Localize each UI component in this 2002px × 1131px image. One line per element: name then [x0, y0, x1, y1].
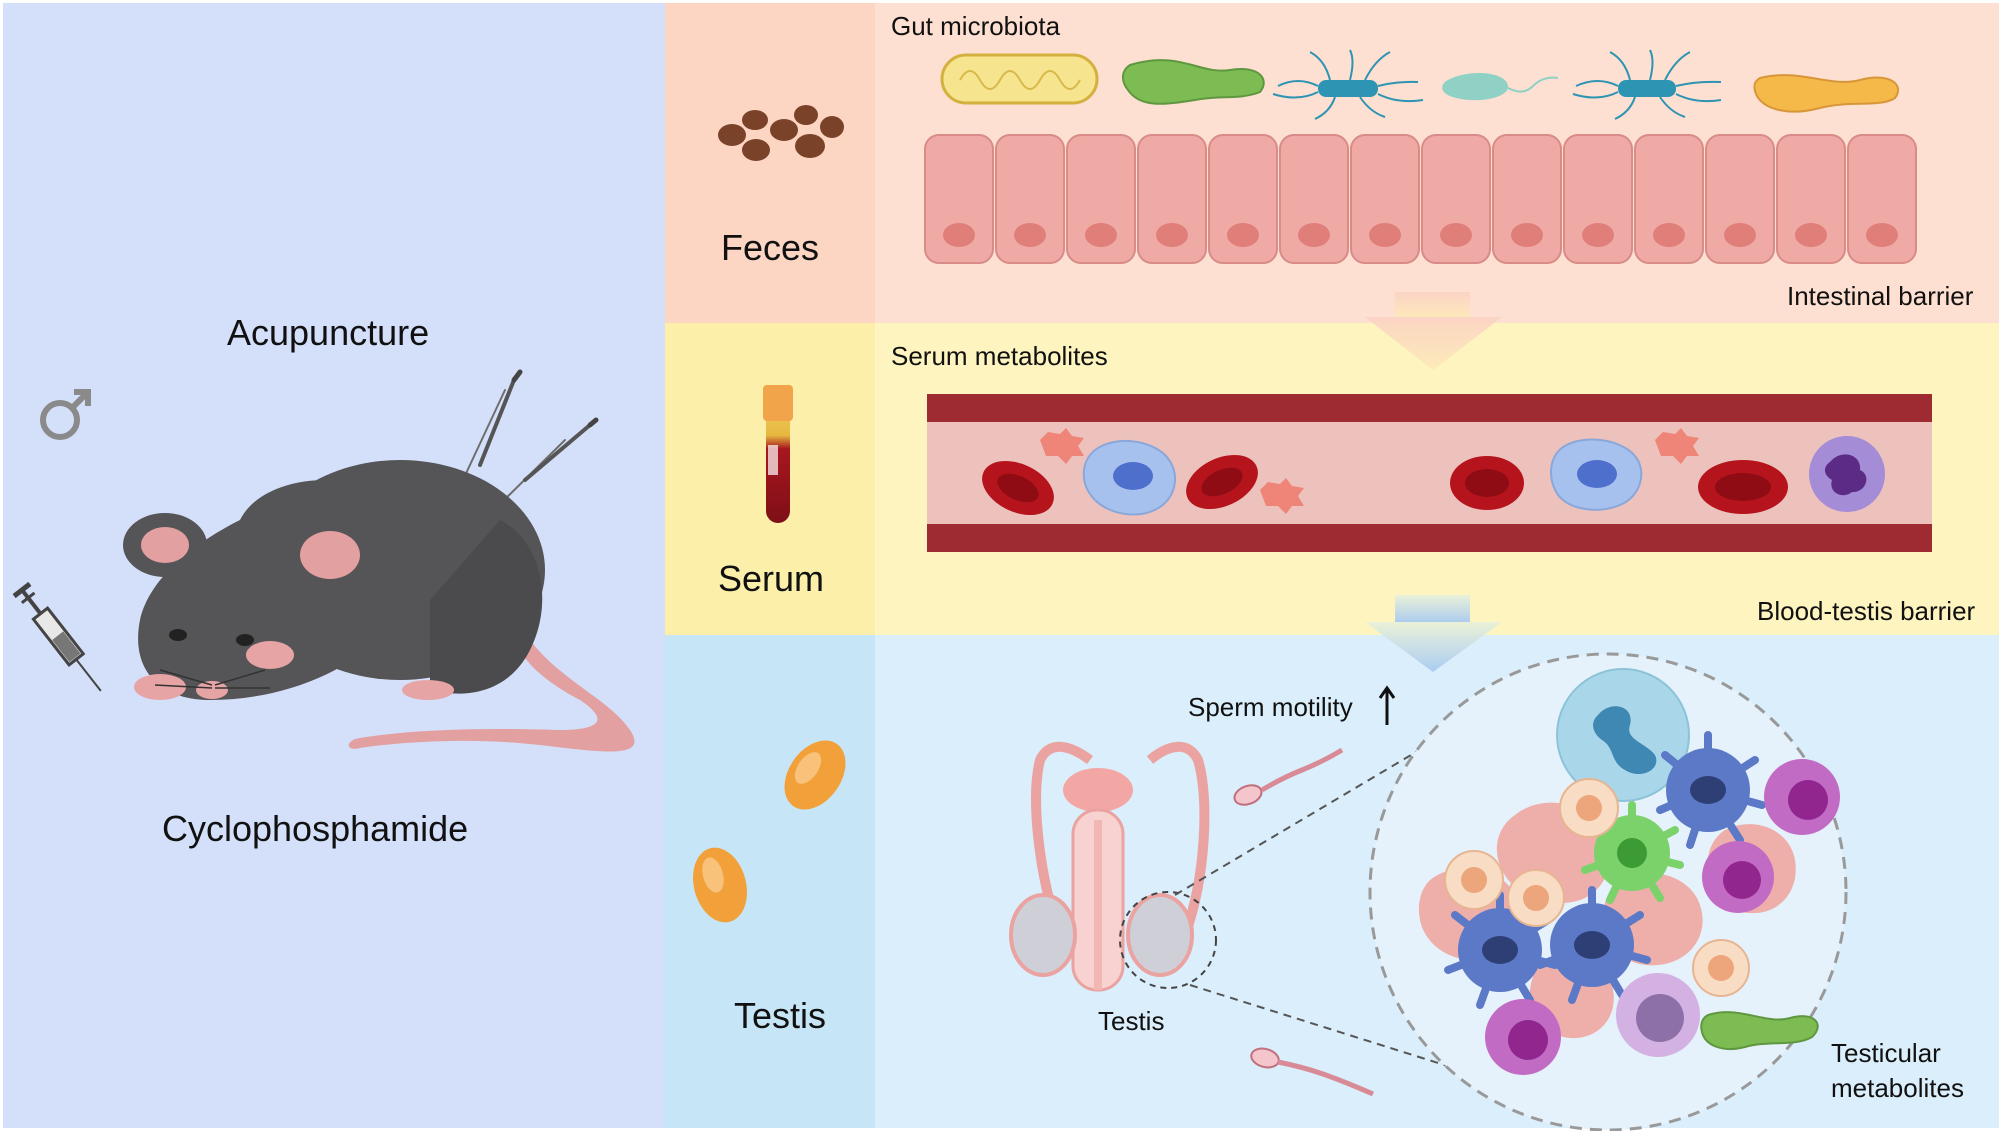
testicular-metabolites-label-1: Testicular [1831, 1038, 1941, 1068]
blood-testis-barrier-label: Blood-testis barrier [1757, 596, 1976, 626]
epithelial-cell [1421, 134, 1491, 264]
syringe-icon [12, 581, 102, 692]
male-symbol-icon [40, 389, 91, 440]
blood-cells [982, 428, 1885, 516]
epithelial-cell [1563, 134, 1633, 264]
gut-bacteria-icons [940, 49, 1900, 120]
down-arrow-feces-to-serum [1365, 292, 1502, 370]
serum-label: Serum [718, 558, 825, 599]
gut-microbiota-label: Gut microbiota [891, 11, 1061, 41]
epithelial-cell [1705, 134, 1775, 264]
mouse-illustration [123, 460, 635, 752]
epithelial-nucleus [1156, 223, 1188, 247]
down-arrow-serum-to-testis [1365, 595, 1502, 672]
testicular-cells-zoom [1368, 652, 1848, 1131]
testis-side-label: Testis [734, 995, 827, 1036]
epithelial-nucleus [1369, 223, 1401, 247]
epithelial-nucleus [1795, 223, 1827, 247]
epithelial-nucleus [1085, 223, 1117, 247]
feces-label: Feces [721, 227, 820, 268]
epithelial-cell [1208, 134, 1278, 264]
epithelial-cell [1492, 134, 1562, 264]
capsule-icons [693, 740, 846, 923]
epithelial-cell [1137, 134, 1207, 264]
epithelial-nucleus [1653, 223, 1685, 247]
epithelial-cell [1350, 134, 1420, 264]
acupuncture-label: Acupuncture [227, 312, 430, 353]
testis-organ-label: Testis [1098, 1006, 1165, 1036]
intestinal-epithelium [924, 134, 1917, 264]
epithelial-cell [1066, 134, 1136, 264]
sperm-icons [1233, 747, 1374, 1097]
male-reproductive-organ-illustration [1009, 741, 1217, 992]
epithelial-nucleus [1014, 223, 1046, 247]
epithelial-nucleus [1298, 223, 1330, 247]
epithelial-nucleus [1440, 223, 1472, 247]
epithelial-nucleus [1724, 223, 1756, 247]
epithelial-cell [1279, 134, 1349, 264]
epithelial-nucleus [1511, 223, 1543, 247]
feces-pellets-icon [718, 105, 844, 161]
epithelial-cell [995, 134, 1065, 264]
serum-metabolites-label: Serum metabolites [891, 341, 1108, 371]
epithelial-nucleus [1582, 223, 1614, 247]
blood-tube-icon [763, 385, 793, 523]
motility-up-arrow [1378, 685, 1396, 725]
epithelial-cell [1847, 134, 1917, 264]
epithelial-cell [1776, 134, 1846, 264]
cyclophosphamide-label: Cyclophosphamide [162, 808, 469, 849]
epithelial-nucleus [1227, 223, 1259, 247]
testicular-metabolites-label-2: metabolites [1831, 1073, 1964, 1103]
epithelial-cell [924, 134, 994, 264]
sperm-motility-label: Sperm motility [1188, 692, 1353, 722]
epithelial-cell [1634, 134, 1704, 264]
epithelial-nucleus [1866, 223, 1898, 247]
epithelial-nucleus [943, 223, 975, 247]
intestinal-barrier-label: Intestinal barrier [1787, 281, 1974, 311]
feces-side-panel [665, 3, 875, 323]
